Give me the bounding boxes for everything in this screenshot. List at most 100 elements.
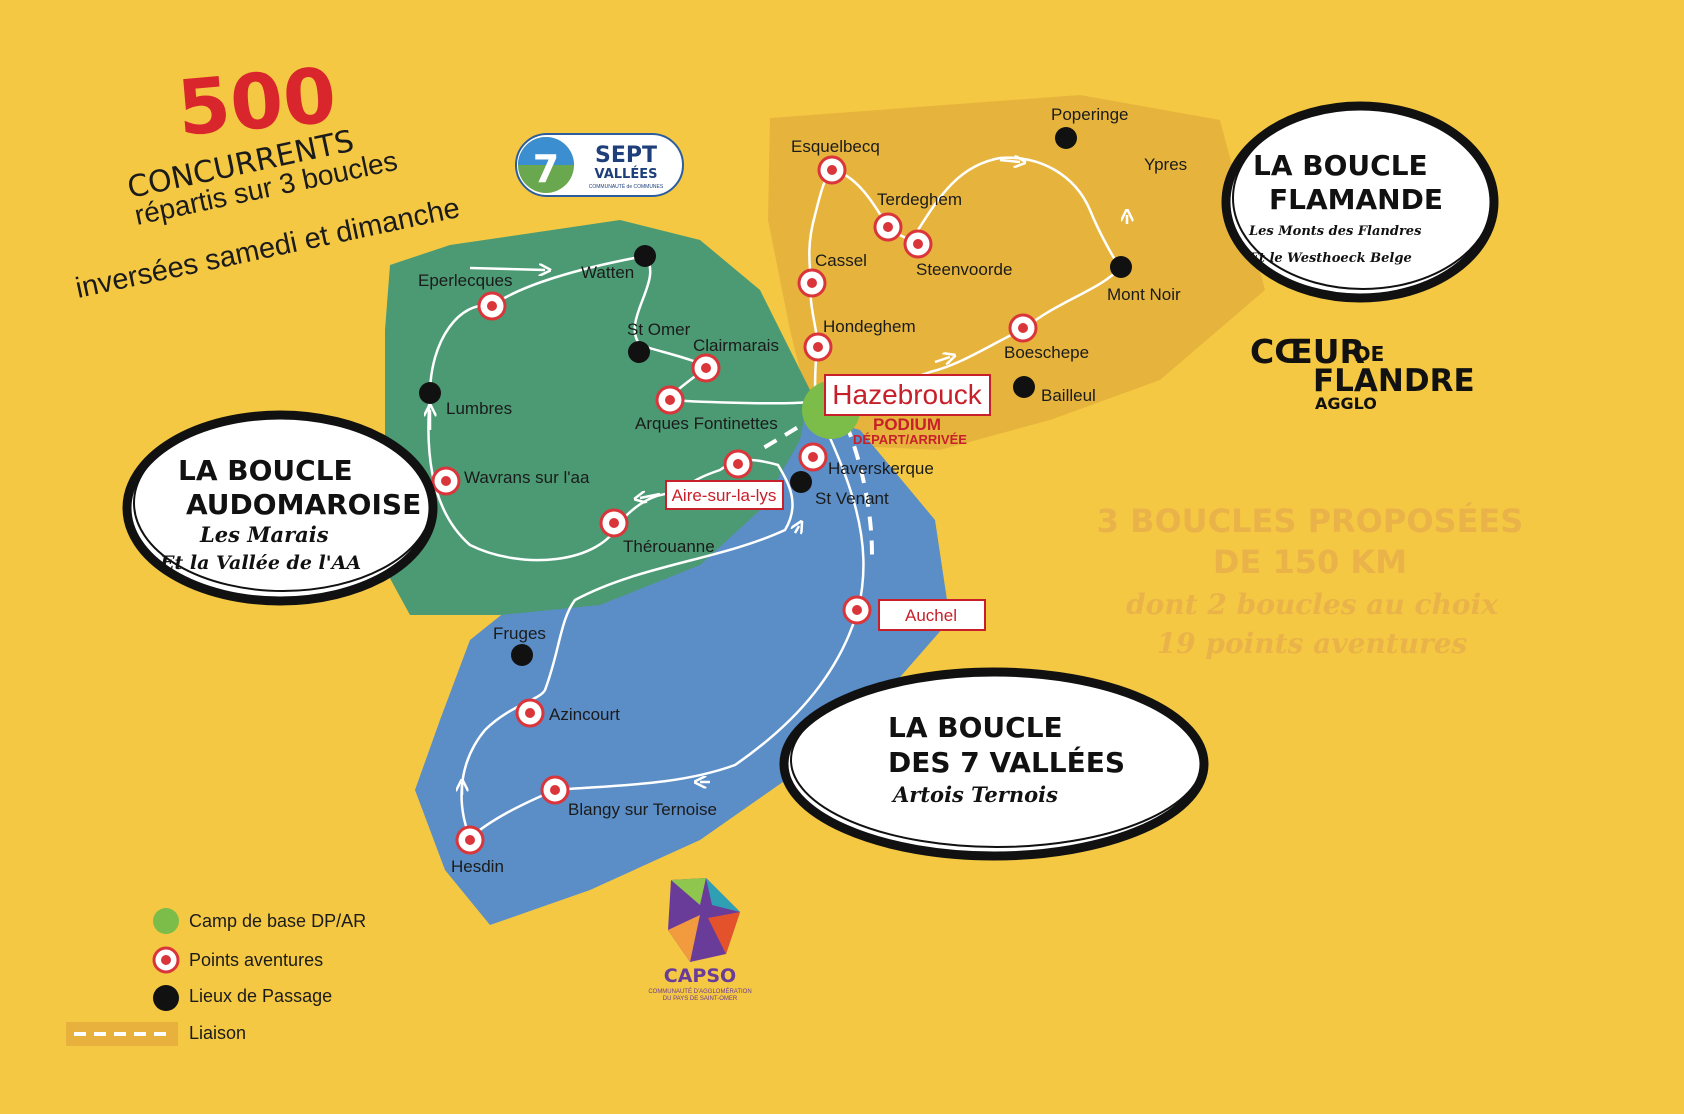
hub-depart: DÉPART/ARRIVÉE (853, 432, 967, 447)
hub-podium: PODIUM (873, 415, 941, 434)
auchel-label: Auchel (905, 606, 957, 625)
aventure-point[interactable] (540, 775, 570, 805)
legend-camp-swatch (153, 908, 179, 934)
hub-name: Hazebrouck (832, 379, 982, 410)
aventure-point[interactable] (803, 332, 833, 362)
route-flamande (808, 158, 1127, 404)
place-label: St Omer (627, 320, 691, 339)
place-label: Fruges (493, 624, 546, 643)
aventure-point[interactable] (477, 291, 507, 321)
legend-camp-label: Camp de base DP/AR (189, 911, 366, 931)
aventure-point[interactable] (431, 466, 461, 496)
aventure-point[interactable] (873, 212, 903, 242)
info-line2: DE 150 KM (1213, 543, 1407, 581)
hub-box (824, 374, 991, 416)
place-label: Lumbres (446, 399, 512, 418)
legend-aventure-label: Points aventures (189, 950, 323, 970)
passage-point[interactable] (511, 644, 533, 666)
passage-point[interactable] (634, 245, 656, 267)
place-label: Bailleul (1041, 386, 1096, 405)
flamande-sub1: Les Monts des Flandres (1248, 224, 1422, 239)
loop-badge-sept-vallees: LA BOUCLE DES 7 VALLÉES Artois Ternois (779, 667, 1209, 861)
info-line4: 19 points aventures (1157, 627, 1468, 660)
info-text: 3 BOUCLES PROPOSÉES DE 150 KM dont 2 bou… (1097, 502, 1524, 660)
aventure-point[interactable] (455, 825, 485, 855)
place-label: Eperlecques (418, 271, 513, 290)
place-label: Ypres (1144, 155, 1187, 174)
place-label: Thérouanne (623, 537, 715, 556)
place-label: Esquelbecq (791, 137, 880, 156)
flamande-sub2: Et le Westhoeck Belge (1248, 251, 1412, 266)
competitor-count: 500 (174, 50, 340, 152)
aventure-point[interactable] (798, 442, 828, 472)
place-label: St Venant (815, 489, 889, 508)
place-label: Hondeghem (823, 317, 916, 336)
flamande-title1: LA BOUCLE (1253, 149, 1428, 182)
place-label: Azincourt (549, 705, 620, 724)
place-label: Clairmarais (693, 336, 779, 355)
aire-box (665, 480, 784, 510)
aventure-point[interactable] (599, 508, 629, 538)
passage-point[interactable] (790, 471, 812, 493)
sept-line1: SEPT (595, 143, 657, 168)
sept-number: 7 (533, 147, 559, 191)
capso-name: CAPSO (664, 965, 736, 987)
auchel-box (878, 599, 986, 631)
audomaroise-sub1: Les Marais (199, 522, 329, 547)
sept-vallees-title1: LA BOUCLE (888, 711, 1063, 744)
place-label: Watten (581, 263, 634, 282)
info-line3: dont 2 boucles au choix (1126, 588, 1498, 621)
place-label: Cassel (815, 251, 867, 270)
aventure-point[interactable] (515, 698, 545, 728)
aventure-point[interactable] (842, 595, 872, 625)
place-label: Arques Fontinettes (635, 414, 778, 433)
passage-point[interactable] (1110, 256, 1132, 278)
route-sept-vallees (462, 404, 865, 841)
aventure-point[interactable] (903, 229, 933, 259)
sept-vallees-sub1: Artois Ternois (891, 782, 1058, 807)
coeur-de: DE (1354, 342, 1384, 366)
sept-line2: VALLÉES (595, 166, 658, 182)
aventure-point[interactable] (691, 353, 721, 383)
coeur-de-flandre-logo: CŒUR DE FLANDRE AGGLO (1250, 332, 1475, 413)
aventure-points (431, 155, 1038, 855)
passage-points (419, 127, 1132, 666)
capso-line1: COMMUNAUTÉ D'AGGLOMÉRATION (648, 988, 751, 995)
sept-line3: COMMUNAUTÉ de COMMUNES (589, 183, 664, 190)
place-label: Hesdin (451, 857, 504, 876)
legend-liaison-label: Liaison (189, 1023, 246, 1043)
passage-point[interactable] (1055, 127, 1077, 149)
capso-line2: DU PAYS DE SAINT-OMER (663, 996, 738, 1002)
passage-point[interactable] (1013, 376, 1035, 398)
sept-vallees-logo: 7 SEPT VALLÉES COMMUNAUTÉ de COMMUNES (515, 133, 684, 197)
legend-passage-swatch (153, 985, 179, 1011)
flamande-title2: FLAMANDE (1269, 183, 1443, 216)
legend-passage-label: Lieux de Passage (189, 986, 332, 1006)
aire-label: Aire-sur-la-lys (672, 486, 777, 505)
place-label: Boeschepe (1004, 343, 1089, 362)
passage-point[interactable] (628, 341, 650, 363)
loop-badge-audomaroise: LA BOUCLE AUDOMAROISE Les Marais Et la V… (122, 410, 438, 606)
coeur-line1: CŒUR (1250, 332, 1365, 371)
region-flamande (768, 95, 1265, 450)
sept-vallees-title2: DES 7 VALLÉES (888, 745, 1125, 779)
aventure-point[interactable] (797, 268, 827, 298)
aventure-point[interactable] (723, 449, 753, 479)
aventure-point[interactable] (817, 155, 847, 185)
coeur-line2: FLANDRE (1313, 363, 1475, 399)
place-label: Mont Noir (1107, 285, 1181, 304)
audomaroise-sub2: Et la Vallée de l'AA (159, 552, 361, 574)
place-label: Blangy sur Ternoise (568, 800, 717, 819)
loop-badge-flamande: LA BOUCLE FLAMANDE Les Monts des Flandre… (1221, 101, 1499, 303)
capso-logo: CAPSO COMMUNAUTÉ D'AGGLOMÉRATION DU PAYS… (648, 878, 752, 1002)
place-label: Steenvoorde (916, 260, 1012, 279)
audomaroise-title1: LA BOUCLE (178, 454, 353, 487)
passage-point[interactable] (419, 382, 441, 404)
place-label: Haverskerque (828, 459, 934, 478)
aventure-point[interactable] (1008, 313, 1038, 343)
legend-aventure-swatch (152, 946, 180, 974)
place-labels: Eperlecques Watten St Omer Clairmarais L… (418, 105, 1187, 876)
aventure-point[interactable] (655, 385, 685, 415)
legend: Camp de base DP/AR Points aventures Lieu… (66, 908, 366, 1046)
